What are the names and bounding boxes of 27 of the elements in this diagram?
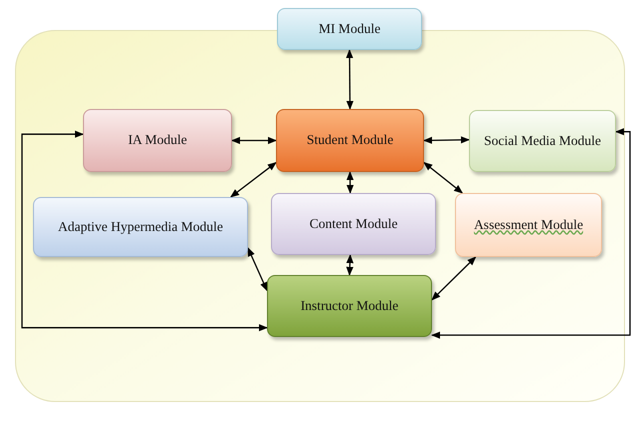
module-box bbox=[276, 109, 424, 172]
arrow bbox=[431, 128, 631, 339]
arrow bbox=[423, 136, 470, 144]
module-box bbox=[267, 275, 432, 337]
module-box bbox=[277, 8, 422, 50]
arrow bbox=[423, 162, 464, 194]
module-box bbox=[455, 193, 602, 257]
module-box bbox=[469, 110, 616, 172]
module-label: Assessment Module bbox=[474, 216, 584, 234]
arrow bbox=[21, 130, 268, 332]
arrow bbox=[231, 136, 277, 144]
module-label: Adaptive Hypermedia Module bbox=[58, 218, 223, 236]
module-label: MI Module bbox=[318, 20, 380, 38]
module-label: Student Module bbox=[306, 132, 394, 149]
arrow bbox=[346, 49, 354, 110]
module-label: IA Module bbox=[128, 132, 187, 149]
arrow bbox=[247, 247, 268, 292]
module-box bbox=[271, 193, 436, 255]
module-label: Instructor Module bbox=[300, 298, 398, 314]
arrow bbox=[346, 171, 354, 194]
arrow bbox=[346, 254, 354, 276]
arrow bbox=[431, 256, 476, 300]
module-box bbox=[33, 197, 248, 257]
module-label: Social Media Module bbox=[484, 132, 601, 150]
arrow bbox=[230, 162, 277, 198]
module-label: Content Module bbox=[309, 216, 398, 232]
module-box bbox=[83, 109, 232, 172]
